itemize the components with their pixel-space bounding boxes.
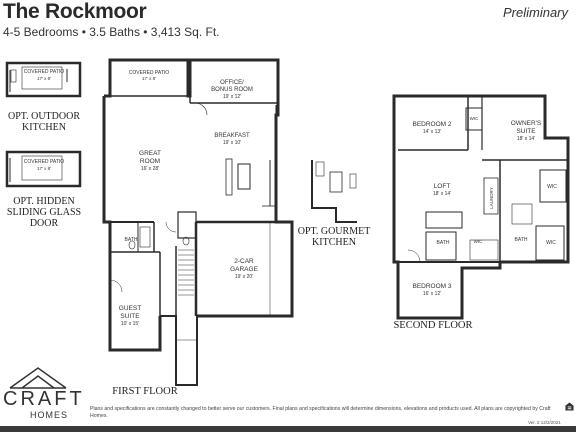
owners-suite-name-1: OWNER'S (511, 120, 542, 127)
laundry-label: LAUNDRY (489, 187, 494, 208)
second-floor-label: SECOND FLOOR (393, 320, 472, 331)
great-room-dims: 16' x 28' (141, 166, 159, 172)
office-dims: 19' x 12' (223, 94, 241, 100)
opt-sliding-patio-dims: 17' x 8' (37, 166, 51, 171)
great-room-name-2: ROOM (140, 158, 160, 165)
owners-suite-name-2: SUITE (516, 128, 536, 135)
craft-homes-logo-icon (9, 367, 67, 389)
equal-housing-icon (565, 402, 574, 411)
page-title: The Rockmoor (3, 0, 147, 23)
opt-sliding-patio-name: COVERED PATIO (24, 159, 64, 165)
status-label: Preliminary (502, 5, 568, 20)
garage-dims: 19' x 20' (235, 274, 253, 280)
garage-name-1: 2-CAR (234, 258, 254, 265)
footer-bar (0, 426, 576, 432)
second-floor-drawing (392, 94, 570, 320)
guest-suite-name-1: GUEST (119, 305, 141, 312)
opt-gourmet-label-2: KITCHEN (312, 237, 356, 248)
opt-sliding-door-drawing (5, 150, 82, 188)
bedroom3-name: BEDROOM 3 (412, 283, 451, 290)
opt-outdoor-label-1: OPT. OUTDOOR (8, 111, 80, 122)
guest-suite-name-2: SUITE (120, 313, 140, 320)
bedroom3-dims: 16' x 12' (423, 291, 441, 297)
garage-name-2: GARAGE (230, 266, 258, 273)
wic-a-label: WIC (547, 184, 557, 190)
bedroom2-dims: 14' x 13' (423, 129, 441, 135)
patio-name: COVERED PATIO (129, 70, 169, 76)
office-name-1: OFFICE/ (220, 80, 244, 86)
owners-bath-label: BATH (515, 237, 528, 243)
great-room-name-1: GREAT (139, 150, 161, 157)
first-floor-drawing (102, 58, 294, 386)
plan-summary: 4-5 Bedrooms • 3.5 Baths • 3,413 Sq. Ft. (3, 25, 220, 39)
opt-sliding-label-2: SLIDING GLASS (7, 207, 81, 218)
owners-suite-dims: 18' x 14' (517, 136, 535, 142)
breakfast-dims: 19' x 10' (223, 140, 241, 146)
opt-sliding-label-1: OPT. HIDDEN (13, 196, 74, 207)
opt-outdoor-label-2: KITCHEN (22, 122, 66, 133)
first-floor-label: FIRST FLOOR (112, 386, 177, 397)
loft-dims: 18' x 14' (433, 191, 451, 197)
version-text: Ver. 2 12/2/2021 (528, 420, 561, 425)
brand-name: CRAFT (3, 388, 85, 410)
opt-sliding-label-3: DOOR (30, 218, 59, 229)
wic-b-label: WIC (546, 240, 556, 246)
wic-mid-label: WIC (474, 239, 483, 244)
breakfast-name: BREAKFAST (214, 133, 250, 139)
loft-name: LOFT (434, 183, 451, 190)
office-name-2: BONUS ROOM (211, 87, 253, 93)
opt-gourmet-kitchen-drawing (311, 160, 357, 223)
bedroom2-name: BEDROOM 2 (412, 121, 451, 128)
opt-gourmet-label-1: OPT. GOURMET (298, 226, 371, 237)
opt-outdoor-kitchen-drawing (5, 61, 82, 98)
loft-bath-label: BATH (437, 240, 450, 246)
opt-outdoor-patio-dims: 17' x 8' (37, 76, 51, 81)
first-bath-name: BATH (125, 237, 138, 243)
patio-dims: 17' x 8' (142, 76, 156, 81)
wic-top-label: WIC (470, 116, 479, 121)
opt-outdoor-patio-name: COVERED PATIO (24, 69, 64, 75)
brand-sub: HOMES (30, 410, 69, 420)
guest-suite-dims: 10' x 15' (121, 321, 139, 327)
disclaimer-text: Plans and specifications are constantly … (90, 406, 551, 419)
